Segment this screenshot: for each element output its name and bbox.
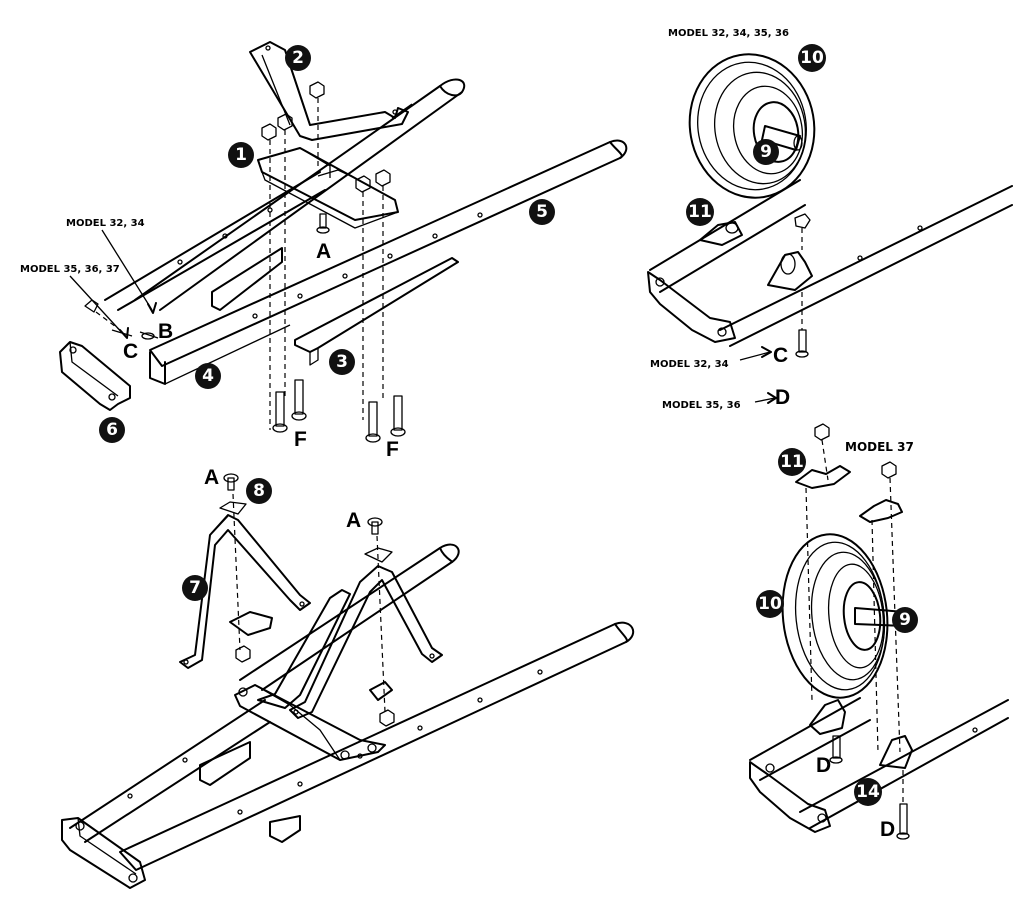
part-4-tongue [149, 324, 291, 385]
upper-rail-tube [134, 78, 466, 311]
letter-f-right: F [386, 438, 399, 461]
callout-10-bottom: 10 [756, 590, 784, 618]
assembled-frame-view [61, 473, 635, 889]
exploded-frame-view [59, 41, 628, 443]
svg-text:3: 3 [336, 352, 348, 372]
callout-5: 5 [529, 199, 555, 225]
letter-a-bottom-right: A [346, 509, 361, 532]
part-3-crossbar [211, 247, 459, 366]
letter-d-lower-1: D [816, 754, 831, 777]
svg-text:14: 14 [856, 782, 880, 802]
svg-text:8: 8 [253, 481, 265, 501]
svg-text:7: 7 [189, 578, 201, 598]
letter-d-right: D [775, 386, 790, 409]
callout-2: 2 [285, 45, 311, 71]
svg-text:1: 1 [235, 145, 247, 165]
svg-text:4: 4 [202, 366, 214, 386]
letter-c-right: C [773, 344, 788, 367]
svg-text:2: 2 [292, 48, 304, 68]
letter-b: B [158, 320, 173, 343]
part-6-front-bar [59, 341, 131, 411]
part-5-long-rail [149, 139, 628, 367]
wheel-assembly-view [647, 53, 1013, 404]
svg-text:9: 9 [760, 142, 772, 162]
left-rail [104, 171, 326, 311]
callout-1: 1 [228, 142, 254, 168]
letter-a-top: A [316, 240, 331, 263]
callout-3: 3 [329, 349, 355, 375]
model-label-32-34-35-36: MODEL 32, 34, 35, 36 [668, 28, 789, 39]
model-label-32-34-top: MODEL 32, 34 [66, 218, 145, 229]
model-37-wheel-view [749, 423, 1009, 840]
letter-f-left: F [294, 428, 307, 451]
callout-11-bottom: 11 [778, 448, 806, 476]
callout-9-bottom: 9 [892, 607, 918, 633]
part-7-support-left [179, 514, 311, 669]
letter-d-lower-2: D [880, 818, 895, 841]
letter-c-left: C [123, 340, 138, 363]
callout-7: 7 [182, 575, 208, 601]
part-2-support [249, 41, 409, 141]
svg-text:10: 10 [758, 594, 782, 614]
callout-11-top: 11 [686, 198, 714, 226]
callout-10-top: 10 [798, 44, 826, 72]
callout-4: 4 [195, 363, 221, 389]
callout-8: 8 [246, 478, 272, 504]
svg-text:11: 11 [688, 202, 712, 222]
svg-text:10: 10 [800, 48, 824, 68]
svg-text:6: 6 [106, 420, 118, 440]
svg-text:9: 9 [899, 610, 911, 630]
carriage-bolts-f [272, 379, 406, 443]
nuts-top [261, 81, 391, 193]
callout-14: 14 [854, 778, 882, 806]
hitch-bolt [84, 299, 159, 340]
letter-a-bottom-left: A [204, 466, 219, 489]
part-7-support-right [257, 565, 443, 719]
bolt-a [316, 213, 330, 234]
callout-9-top: 9 [753, 139, 779, 165]
model-label-35-36: MODEL 35, 36 [662, 400, 741, 411]
model-label-32-34-right: MODEL 32, 34 [650, 359, 729, 370]
part-8-clamps [219, 473, 393, 563]
callout-6: 6 [99, 417, 125, 443]
model-label-37: MODEL 37 [845, 440, 914, 454]
svg-text:5: 5 [536, 202, 548, 222]
model-label-35-36-37: MODEL 35, 36, 37 [20, 264, 120, 275]
svg-text:11: 11 [780, 452, 804, 472]
part-1-bracket [257, 147, 399, 229]
